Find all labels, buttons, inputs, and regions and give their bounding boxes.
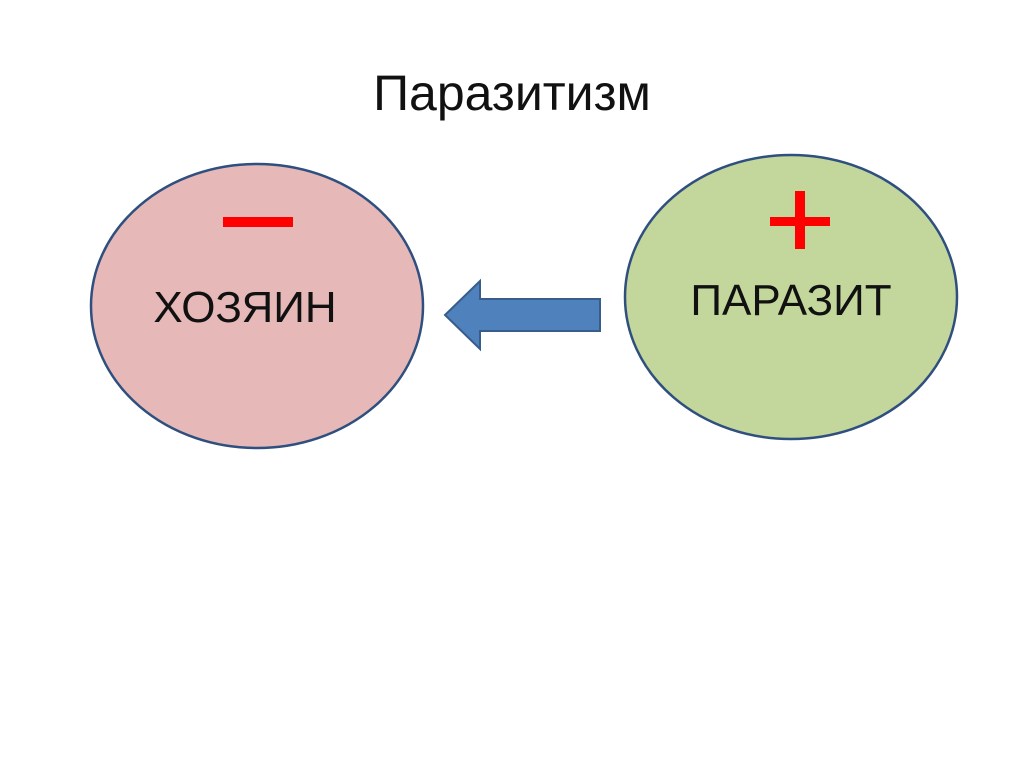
left-arrow-icon	[443, 278, 601, 352]
parasite-ellipse	[623, 153, 959, 441]
parasite-label: ПАРАЗИТ	[690, 276, 891, 325]
parasite-node: ПАРАЗИТ	[623, 153, 959, 441]
slide-title: Паразитизм	[373, 65, 651, 121]
host-label: ХОЗЯИН	[153, 283, 336, 332]
host-ellipse	[89, 162, 425, 450]
plus-sign-icon	[770, 191, 830, 249]
host-node: ХОЗЯИН	[89, 162, 425, 450]
minus-sign-icon	[223, 217, 293, 227]
